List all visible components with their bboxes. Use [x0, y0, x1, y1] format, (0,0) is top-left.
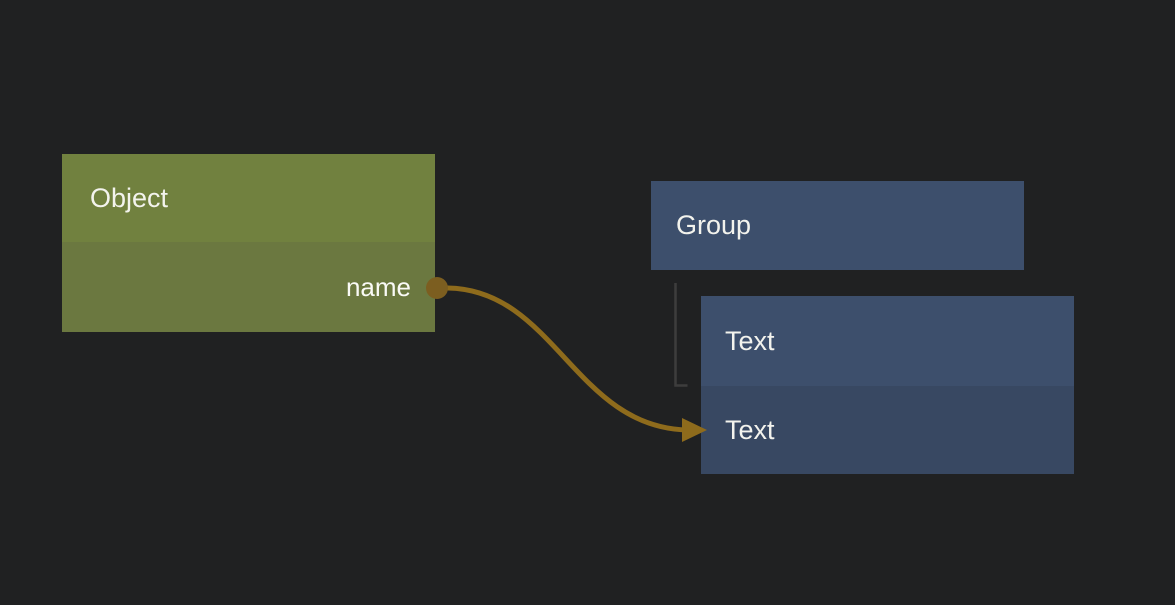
- text-row-label: Text: [725, 325, 775, 356]
- node-object-header[interactable]: Object: [62, 154, 435, 242]
- group-child-connector-line: [674, 283, 688, 387]
- edge-object-name-to-text[interactable]: [445, 285, 691, 433]
- field-name-label: name: [345, 271, 411, 302]
- node-group[interactable]: Group: [651, 181, 1024, 270]
- node-text[interactable]: Text Text: [701, 296, 1074, 474]
- node-object[interactable]: Object name: [62, 154, 435, 332]
- node-object-title: Object: [90, 182, 169, 213]
- node-group-title: Group: [676, 210, 752, 240]
- text-row-label: Text: [725, 414, 775, 445]
- text-node-row[interactable]: Text: [701, 296, 1074, 386]
- node-object-body: name: [62, 242, 435, 332]
- text-node-row[interactable]: Text: [701, 386, 1074, 474]
